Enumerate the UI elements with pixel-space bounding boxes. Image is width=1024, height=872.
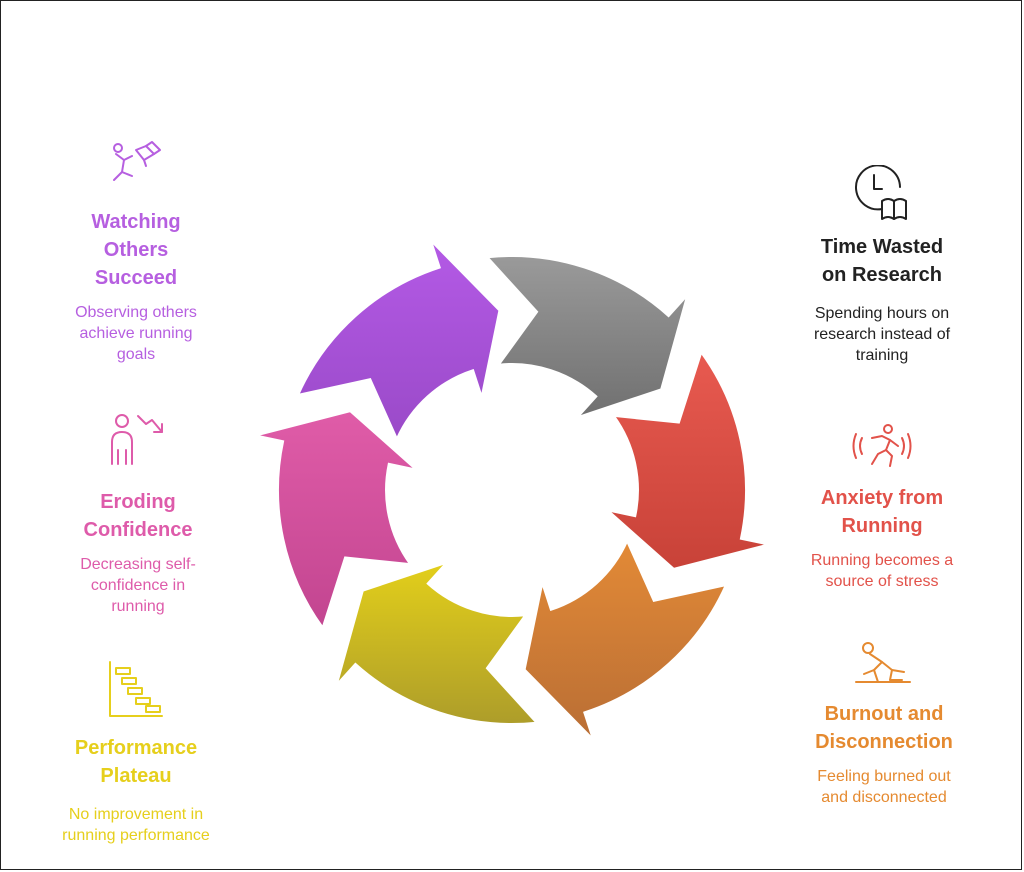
item-title: Burnout and Disconnection xyxy=(815,703,953,753)
item-description: Running becomes a source of stress xyxy=(810,552,954,590)
item-title: Watching Others Succeed xyxy=(91,211,181,289)
person-watching-book-icon xyxy=(113,141,161,181)
cycle-arrow-red xyxy=(604,350,769,571)
item-watching-others-succeed: Watching Others Succeed Observing others… xyxy=(31,140,241,365)
item-description: Observing others achieve running goals xyxy=(75,304,197,363)
item-description: Feeling burned out and disconnected xyxy=(817,768,951,806)
item-title: Anxiety from Running xyxy=(820,487,944,537)
person-declining-arrow-icon xyxy=(111,414,163,465)
item-title: Time Wasted on Research xyxy=(820,236,944,286)
cycle-arrow-orange xyxy=(523,538,728,740)
item-burnout-disconnection: Burnout and Disconnection Feeling burned… xyxy=(779,640,989,808)
item-title: Eroding Confidence xyxy=(83,491,193,541)
gantt-chart-icon xyxy=(109,661,163,717)
cycle-ring xyxy=(255,240,769,740)
item-title: Performance Plateau xyxy=(74,737,198,787)
cycle-arrow-purple xyxy=(296,240,501,442)
item-anxiety-from-running: Anxiety from Running Running becomes a s… xyxy=(777,422,987,592)
item-performance-plateau: Performance Plateau No improvement in ru… xyxy=(31,660,241,846)
clock-book-icon xyxy=(855,165,907,220)
item-description: Spending hours on research instead of tr… xyxy=(813,305,951,364)
item-eroding-confidence: Eroding Confidence Decreasing self- conf… xyxy=(33,410,243,617)
cycle-arrow-yellow xyxy=(335,560,539,725)
cycle-arrow-gray xyxy=(485,255,689,420)
item-description: Decreasing self- confidence in running xyxy=(80,556,196,615)
anxious-runner-icon xyxy=(852,424,912,467)
item-time-wasted-research: Time Wasted on Research Spending hours o… xyxy=(777,165,987,366)
cycle-arrow-pink xyxy=(255,409,420,630)
exhausted-person-icon xyxy=(855,642,911,683)
item-description: No improvement in running performance xyxy=(62,806,210,844)
